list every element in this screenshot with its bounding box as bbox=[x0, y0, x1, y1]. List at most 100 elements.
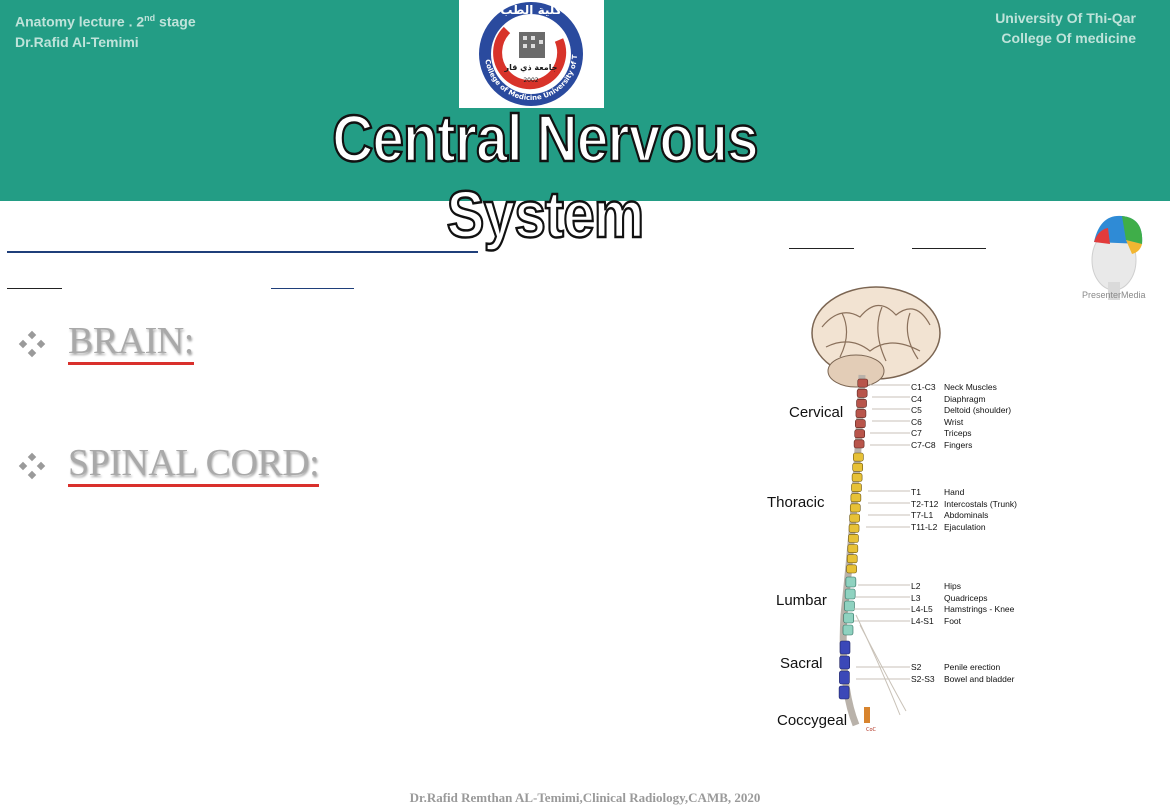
nerve-function: Foot bbox=[944, 615, 962, 626]
vertebra bbox=[839, 640, 851, 655]
spine-illustration: CoC bbox=[811, 286, 941, 733]
nerve-level: L2 bbox=[911, 581, 921, 591]
corner-caption: PresenterMedia bbox=[1082, 290, 1146, 300]
nerve-level: C4 bbox=[911, 393, 922, 404]
nerve-level: T1 bbox=[911, 487, 921, 497]
nerve-level: C7 bbox=[911, 428, 922, 439]
nerve-level: T7-L1 bbox=[911, 510, 934, 521]
region-coccygeal: Coccygeal bbox=[777, 712, 848, 729]
vertebra bbox=[855, 419, 866, 429]
nerve-level: S2-S3 bbox=[911, 673, 935, 684]
nerve-function: Triceps bbox=[944, 428, 972, 439]
diamond-bullet-icon bbox=[18, 330, 46, 357]
page-title: Central Nervous System bbox=[331, 100, 760, 253]
region-thoracic: Thoracic bbox=[767, 494, 825, 511]
bullet-spinal-cord: SPINAL CORD: bbox=[18, 444, 320, 487]
vertebra bbox=[848, 523, 860, 533]
vertebra bbox=[851, 473, 863, 482]
vertebra bbox=[844, 600, 855, 612]
region-lumbar: Lumbar bbox=[776, 592, 827, 609]
vertebra bbox=[856, 398, 867, 408]
spinal-cord-figure: CoC Cervical Thoracic Lumbar Sacral Cocc… bbox=[760, 285, 1030, 735]
vertebra bbox=[844, 588, 856, 600]
divider-line bbox=[7, 251, 478, 253]
nerve-function: Ejaculation bbox=[944, 521, 986, 532]
nerve-level: T2-T12 bbox=[911, 498, 939, 509]
divider-line bbox=[912, 248, 986, 249]
nerve-level: S2 bbox=[911, 662, 922, 672]
nerve-function-list: Hips Quadriceps Hamstrings - Knee Foot bbox=[944, 581, 1014, 627]
nerve-level: C7-C8 bbox=[911, 439, 936, 450]
nerve-function: Diaphragm bbox=[944, 393, 986, 404]
vertebra bbox=[848, 534, 859, 543]
nerve-level: C6 bbox=[911, 416, 922, 427]
nerve-level: C1-C3 bbox=[911, 382, 936, 392]
nerve-level: L4-L5 bbox=[911, 604, 933, 615]
vertebra bbox=[838, 685, 850, 700]
nerve-level: T11-L2 bbox=[911, 521, 938, 532]
vertebra bbox=[846, 554, 858, 564]
nerve-function: Hamstrings - Knee bbox=[944, 604, 1015, 615]
vertebra bbox=[857, 378, 869, 388]
vertebra bbox=[849, 513, 860, 523]
vertebra bbox=[845, 576, 857, 588]
nerve-level: L3 bbox=[911, 592, 921, 603]
vertebra bbox=[851, 483, 862, 492]
vertebra bbox=[839, 670, 850, 685]
divider-line bbox=[789, 248, 854, 249]
coccyx-mark: CoC bbox=[866, 727, 877, 733]
college-name: College Of medicine bbox=[1001, 30, 1136, 46]
lecturer-name: Dr.Rafid Al-Temimi bbox=[15, 33, 139, 50]
vertebra bbox=[852, 462, 864, 472]
nerve-function-list: Neck Muscles Diaphragm Deltoid (shoulder… bbox=[944, 382, 1011, 452]
brain-head-icon bbox=[1091, 215, 1143, 300]
vertebra bbox=[847, 544, 859, 553]
nerve-level-list: C1-C3 C4 C5 C6 C7 C7-C8 bbox=[911, 382, 936, 452]
nerve-function: Deltoid (shoulder) bbox=[944, 405, 1012, 416]
nerve-function: Penile erection bbox=[944, 662, 1001, 672]
nerve-function: Intercostals (Trunk) bbox=[944, 498, 1017, 509]
vertebra bbox=[843, 612, 855, 624]
logo-year: 2002 bbox=[523, 77, 538, 84]
college-logo: كلية الطب جامعة ذي قار 2002 College of M… bbox=[456, 0, 604, 108]
header-band: Anatomy lecture . 2nd stage Dr.Rafid Al-… bbox=[0, 0, 1170, 252]
nerve-function: Hips bbox=[944, 581, 962, 591]
vertebra bbox=[850, 493, 862, 503]
vertebra bbox=[849, 503, 861, 513]
nerve-level-list: S2 S2-S3 bbox=[911, 662, 935, 685]
vertebra bbox=[855, 409, 867, 418]
nerve-level-list: L2 L3 L4-L5 L4-S1 bbox=[911, 581, 934, 627]
bullet-brain: BRAIN: bbox=[18, 322, 194, 365]
vertebra bbox=[856, 388, 868, 398]
nerve-function-list: Hand Intercostals (Trunk) Abdominals Eja… bbox=[944, 487, 1017, 533]
vertebra bbox=[846, 564, 857, 574]
nerve-level: L4-S1 bbox=[911, 615, 934, 626]
vertebra bbox=[842, 624, 854, 636]
divider-line bbox=[271, 288, 354, 289]
nerve-level: C5 bbox=[911, 405, 922, 416]
vertebra bbox=[853, 439, 865, 449]
diamond-bullet-icon bbox=[18, 452, 46, 479]
vertebra bbox=[854, 429, 866, 439]
footer-credit: Dr.Rafid Remthan AL-Temimi,Clinical Radi… bbox=[409, 790, 761, 805]
nerve-level-list: T1 T2-T12 T7-L1 T11-L2 bbox=[911, 487, 938, 533]
nerve-function: Wrist bbox=[944, 416, 964, 427]
nerve-function: Fingers bbox=[944, 439, 973, 450]
bullet-label: SPINAL CORD: bbox=[68, 444, 320, 487]
university-name: University Of Thi-Qar bbox=[995, 10, 1136, 26]
institution-info: University Of Thi-Qar College Of medicin… bbox=[995, 8, 1136, 48]
vertebra bbox=[839, 655, 850, 670]
logo-arabic-top: كلية الطب bbox=[500, 3, 561, 17]
vertebra bbox=[853, 452, 864, 462]
divider-line bbox=[7, 288, 62, 289]
region-cervical: Cervical bbox=[789, 404, 844, 421]
bullet-label: BRAIN: bbox=[68, 322, 194, 365]
nerve-function: Bowel and bladder bbox=[944, 673, 1015, 684]
region-sacral: Sacral bbox=[780, 655, 823, 672]
nerve-function: Hand bbox=[944, 487, 965, 497]
lecture-stage: Anatomy lecture . 2nd stage bbox=[15, 13, 196, 30]
logo-arabic-mid: جامعة ذي قار bbox=[504, 63, 558, 72]
nerve-function: Quadriceps bbox=[944, 592, 988, 603]
nerve-function-list: Penile erection Bowel and bladder bbox=[944, 662, 1014, 685]
nerve-function: Abdominals bbox=[944, 510, 989, 521]
